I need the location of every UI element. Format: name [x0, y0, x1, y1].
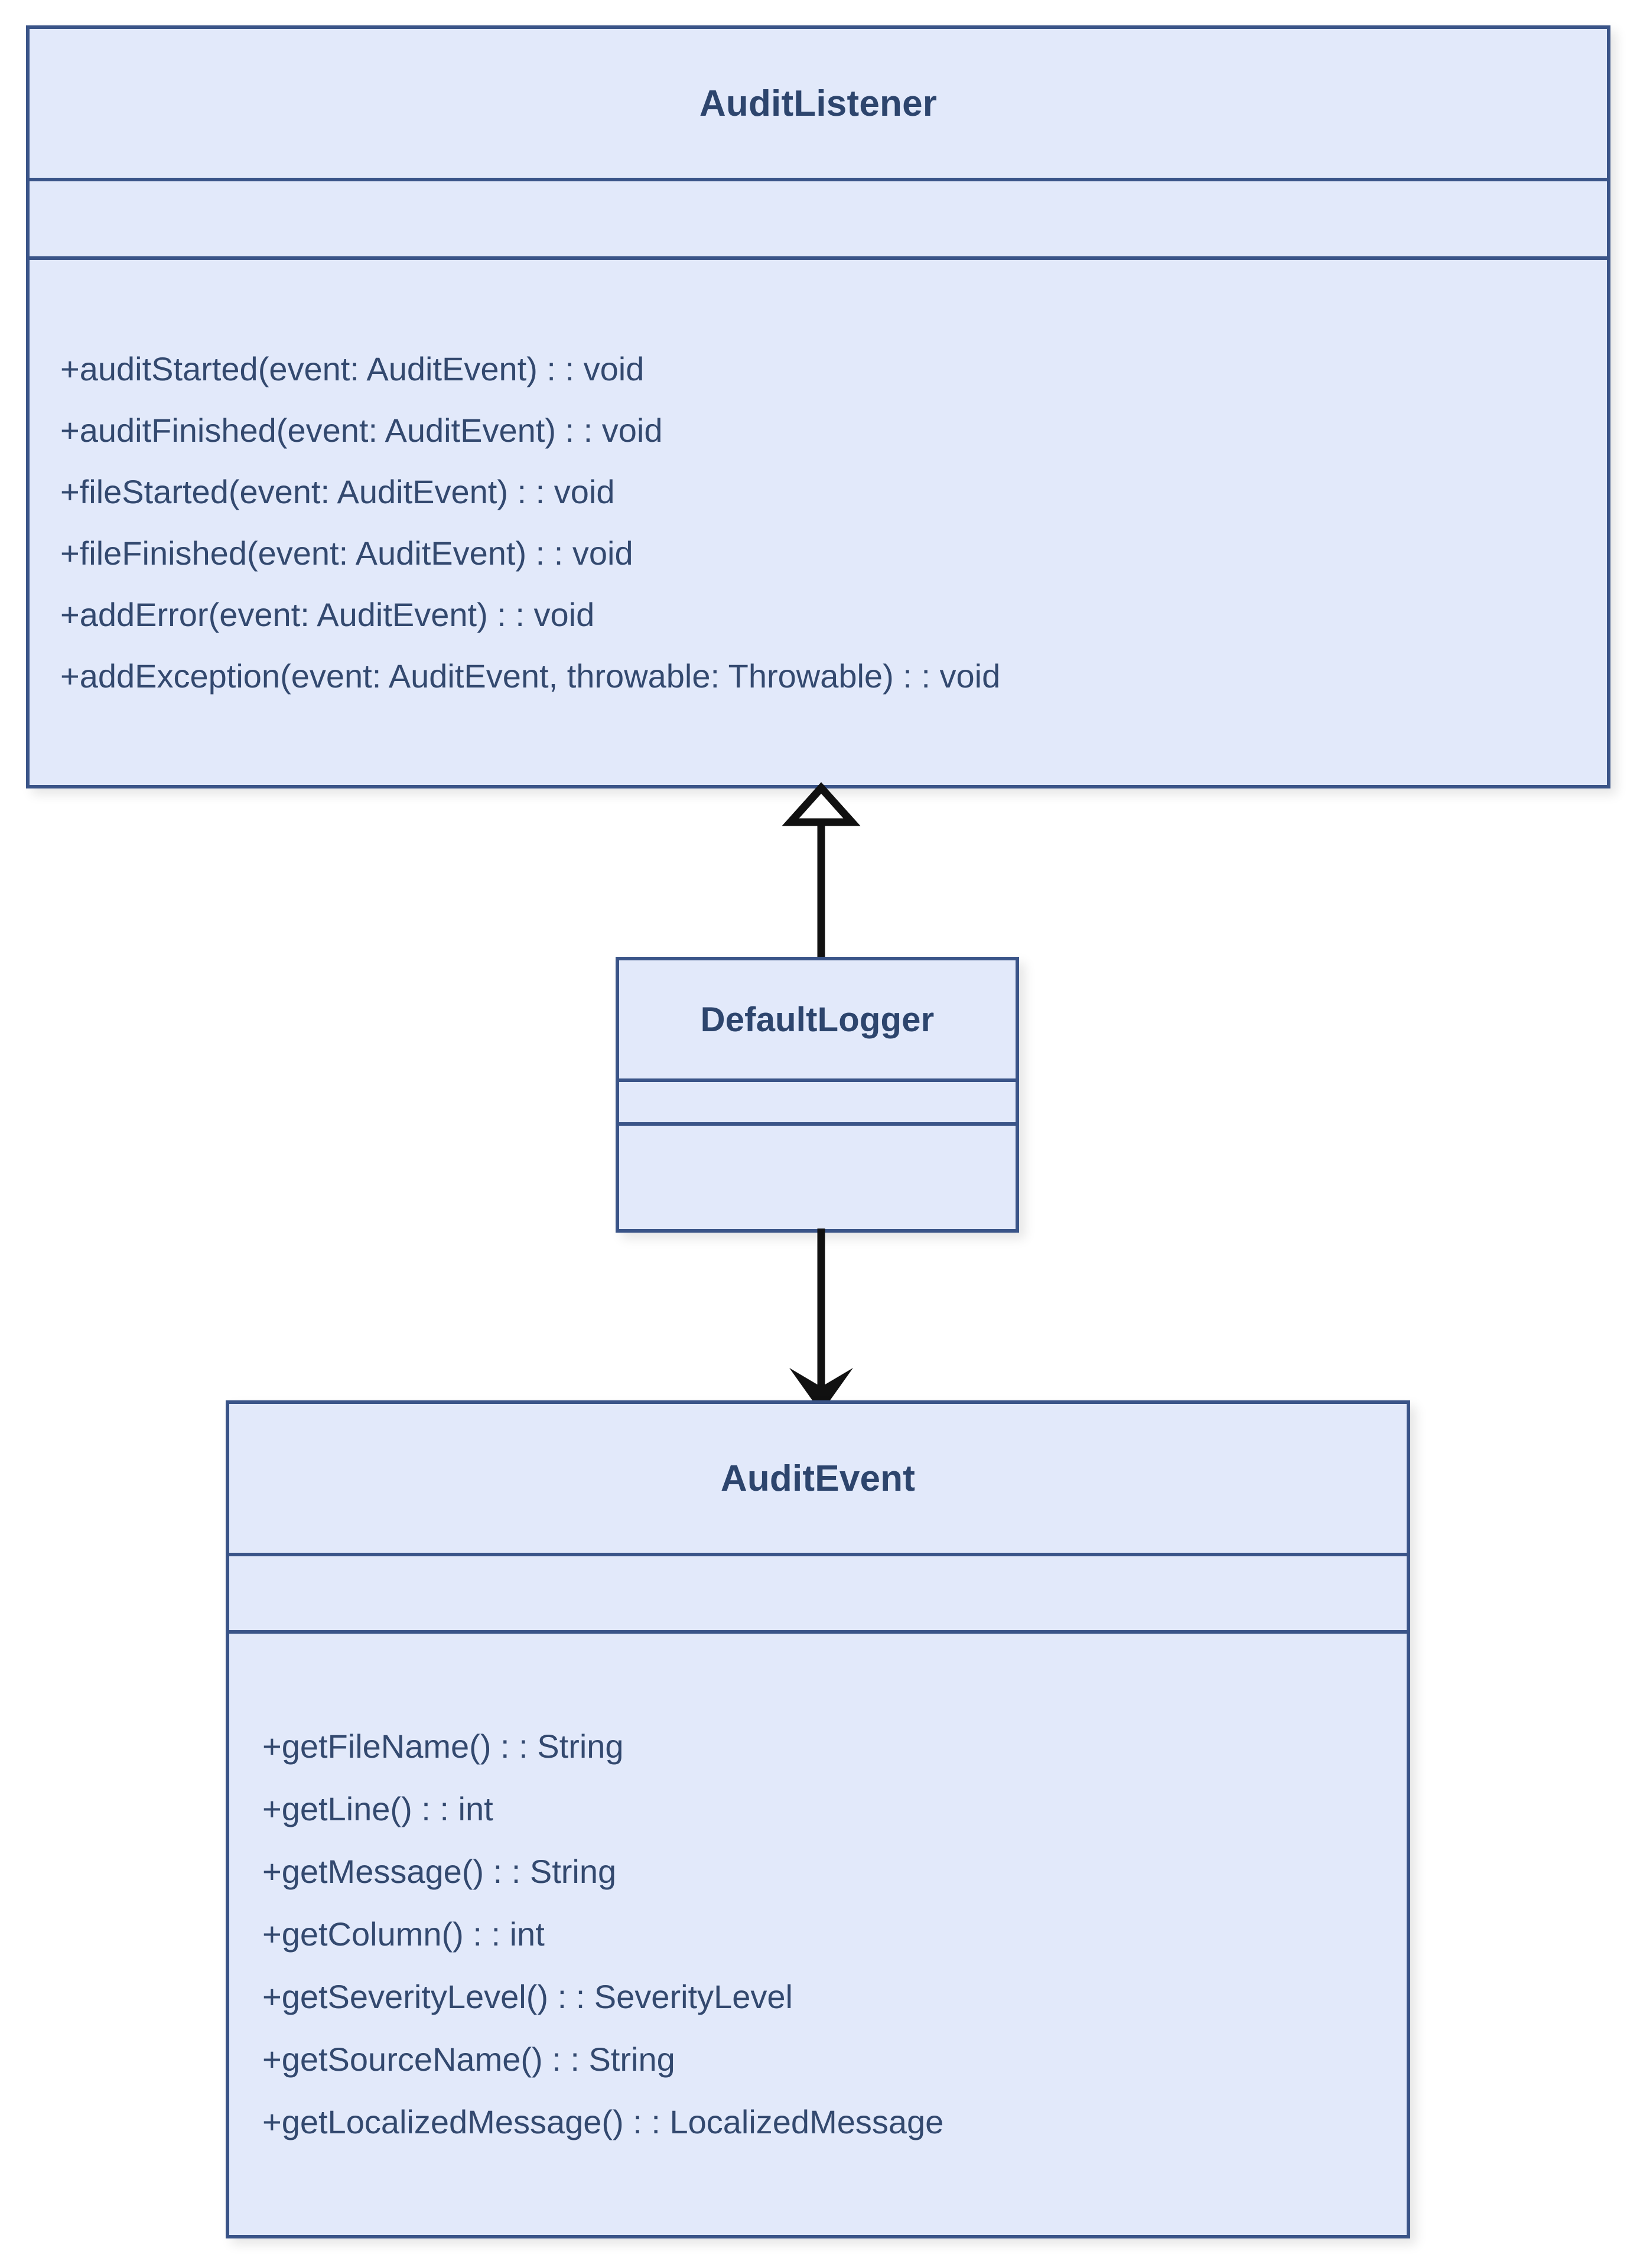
class-method-item: +fileFinished(event: AuditEvent) : : voi…	[60, 534, 633, 572]
class-methods-compartment-auditlistener: +auditStarted(event: AuditEvent) : : voi…	[30, 256, 1607, 785]
class-method-item: +getColumn() : : int	[262, 1915, 545, 1953]
class-method-item: +getSourceName() : : String	[262, 2041, 675, 2078]
association-arrow-defaultlogger-to-auditevent	[789, 1228, 853, 1413]
class-method-item: +getFileName() : : String	[262, 1728, 624, 1765]
class-box-defaultlogger[interactable]: DefaultLogger	[616, 957, 1019, 1233]
class-method-item: +auditFinished(event: AuditEvent) : : vo…	[60, 411, 663, 449]
class-method-item: +addException(event: AuditEvent, throwab…	[60, 657, 1001, 695]
hollow-triangle-arrowhead-icon	[782, 782, 861, 826]
class-title-auditevent: AuditEvent	[720, 1458, 916, 1499]
class-box-auditlistener[interactable]: AuditListener +auditStarted(event: Audit…	[26, 25, 1610, 788]
solid-arrowhead-icon	[789, 1368, 853, 1413]
class-attributes-compartment-auditlistener	[30, 178, 1607, 256]
class-method-item: +getSeverityLevel() : : SeverityLevel	[262, 1978, 793, 2015]
class-title-defaultlogger: DefaultLogger	[700, 1000, 935, 1039]
class-method-item: +fileStarted(event: AuditEvent) : : void	[60, 472, 615, 510]
class-methods-compartment-auditevent: +getFileName() : : String +getLine() : :…	[229, 1630, 1407, 2235]
class-method-item: +getLocalizedMessage() : : LocalizedMess…	[262, 2103, 944, 2140]
class-method-item: +auditStarted(event: AuditEvent) : : voi…	[60, 350, 645, 387]
class-methods-compartment-defaultlogger	[619, 1122, 1016, 1229]
generalization-arrow-defaultlogger-to-auditlistener	[782, 782, 861, 963]
class-title-auditlistener: AuditListener	[699, 83, 938, 124]
class-attributes-compartment-auditevent	[229, 1553, 1407, 1630]
class-box-auditevent[interactable]: AuditEvent +getFileName() : : String +ge…	[226, 1400, 1410, 2238]
class-attributes-compartment-defaultlogger	[619, 1078, 1016, 1122]
class-method-item: +addError(event: AuditEvent) : : void	[60, 595, 595, 633]
class-method-item: +getMessage() : : String	[262, 1853, 617, 1890]
class-method-item: +getLine() : : int	[262, 1790, 493, 1827]
